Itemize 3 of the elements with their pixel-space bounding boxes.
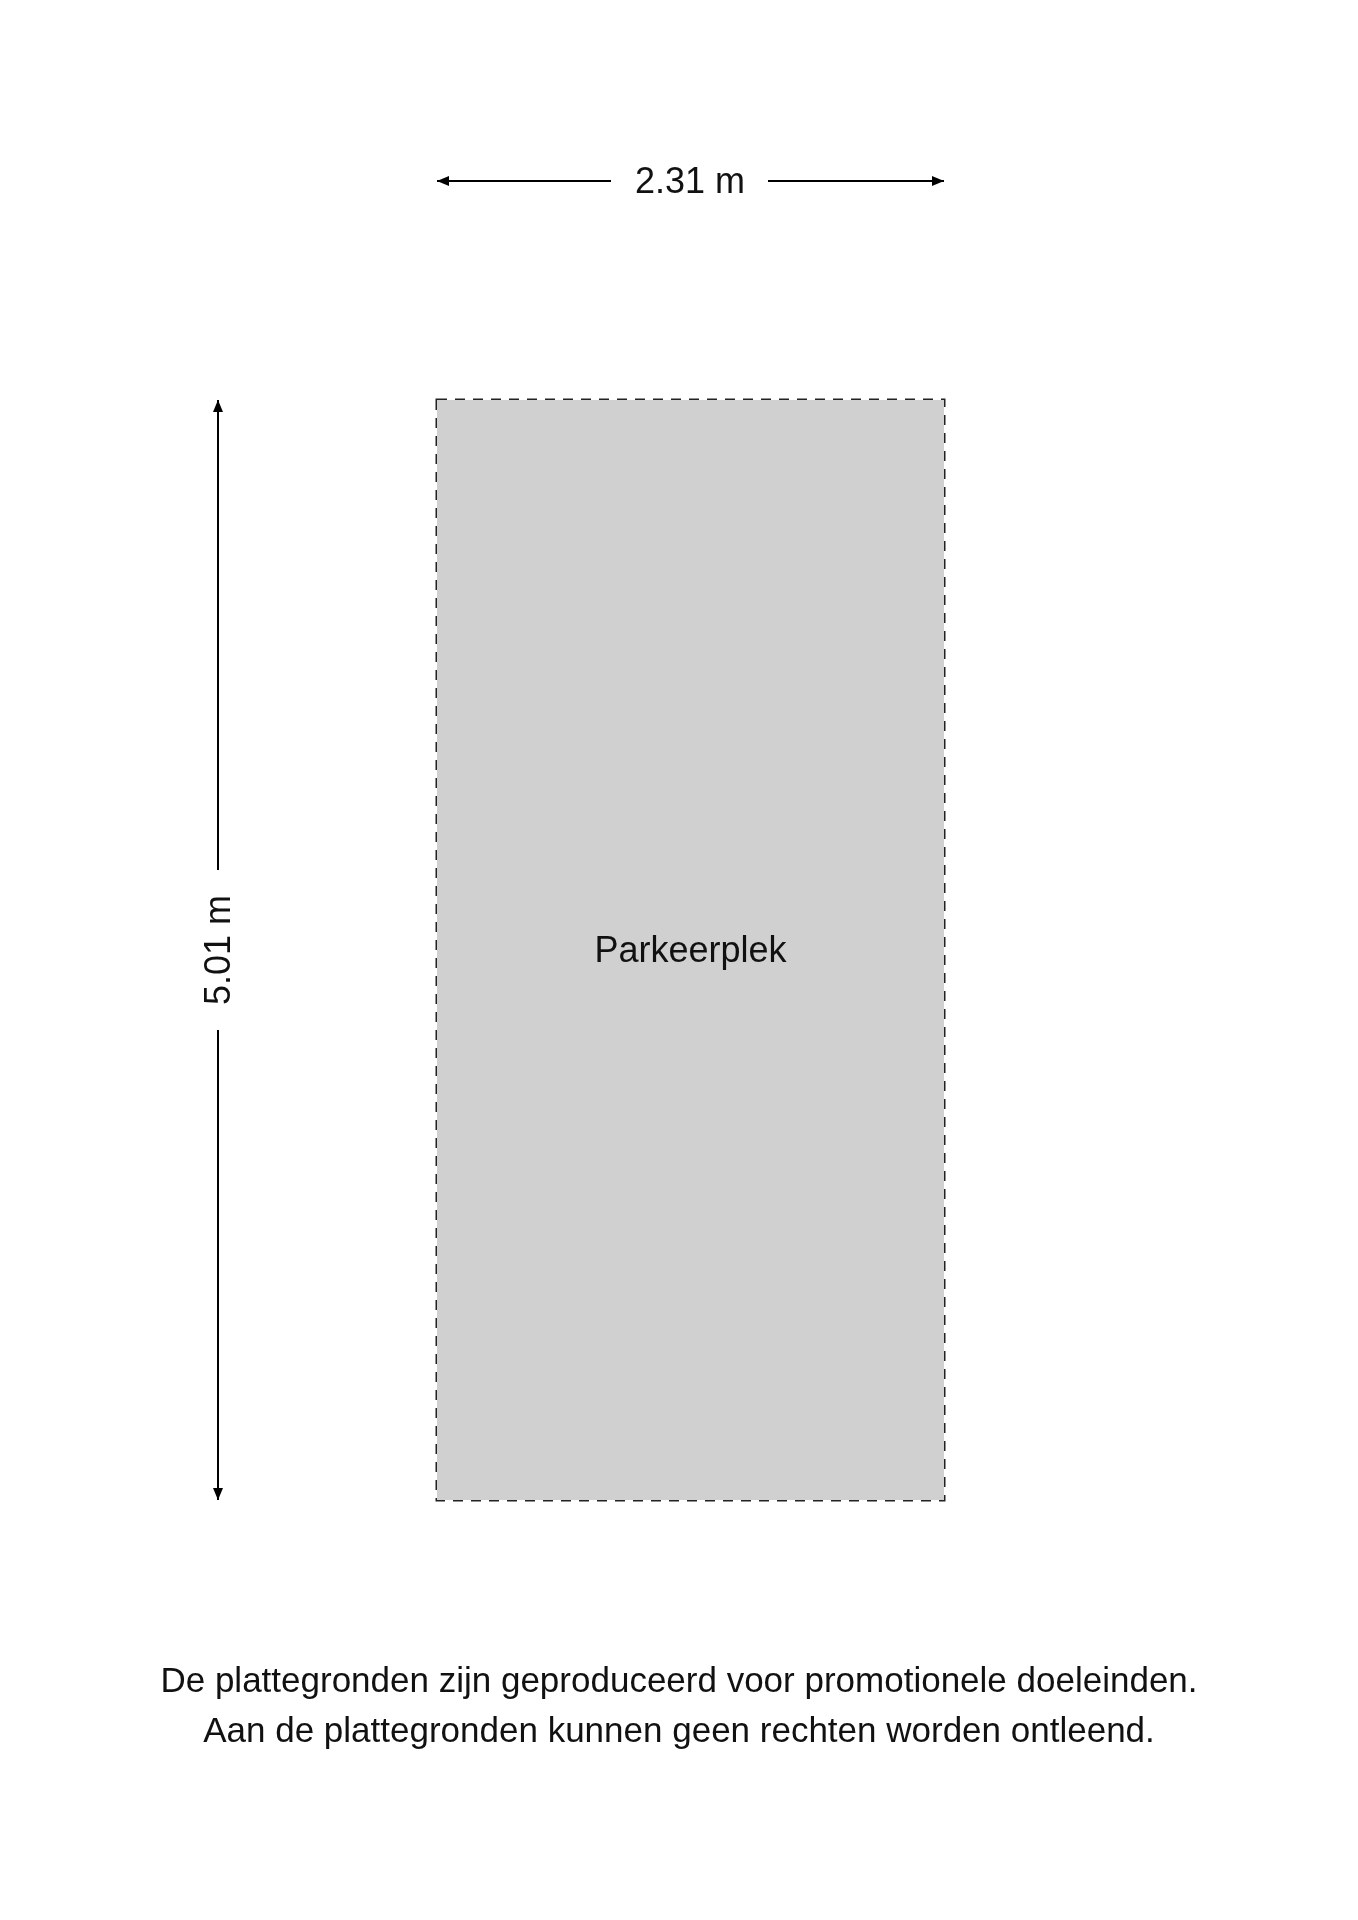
disclaimer-note: De plattegronden zijn geproduceerd voor promotionele doeleinden.	[159, 1660, 1199, 1701]
disclaimer-note: Aan de plattegronden kunnen geen rechten worden ontleend.	[202, 1710, 1156, 1751]
room-label: Parkeerplek	[594, 929, 787, 971]
